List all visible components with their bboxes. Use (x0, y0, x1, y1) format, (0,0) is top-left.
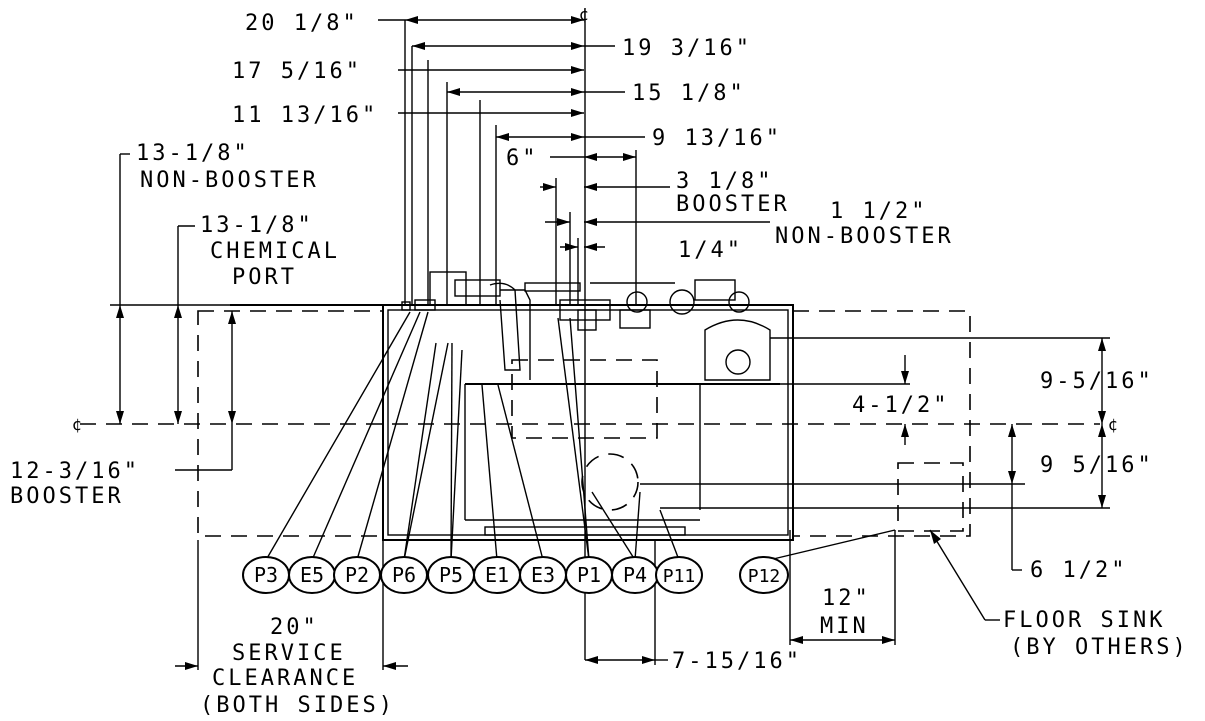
svg-text:P3: P3 (254, 563, 278, 587)
svg-text:P11: P11 (663, 566, 696, 587)
dim-13-1-8-chem: 13-1/8" (200, 213, 314, 238)
callout-p1: P1 (565, 556, 613, 594)
dim-1-4: 1/4" (678, 238, 743, 263)
dim-12-3-16: 12-3/16" (10, 459, 140, 484)
dim-9-5-16-upper: 9-5/16" (1040, 369, 1154, 394)
valve-body (577, 309, 597, 331)
callout-e1: E1 (473, 556, 521, 594)
svg-text:P1: P1 (577, 563, 601, 587)
svg-text:P12: P12 (748, 566, 781, 587)
svg-text:E5: E5 (300, 563, 324, 587)
service-clearance-l1: SERVICE (232, 641, 346, 666)
dim-12-min: 12" (822, 586, 871, 611)
dim-7-15-16: 7-15/16" (672, 649, 802, 674)
svg-text:P2: P2 (345, 563, 369, 587)
centerline-symbol-right: ¢ (1108, 415, 1118, 434)
dim-15-1-8: 15 1/8" (632, 81, 746, 106)
dim-1-1-2: 1 1/2" (830, 199, 927, 224)
drain-circle (581, 453, 639, 511)
dim-6-1-2: 6 1/2" (1030, 558, 1127, 583)
callout-leaders (265, 311, 896, 561)
callout-p11: P11 (655, 556, 703, 594)
dim-9-13-16: 9 13/16" (652, 126, 782, 151)
svg-text:E1: E1 (485, 563, 509, 587)
right-dimensions (640, 337, 1110, 571)
dim-13-1-8-chem-note2: PORT (232, 265, 297, 290)
dim-12-min-note: MIN (820, 614, 869, 639)
service-clearance-value: 20" (270, 615, 319, 640)
dim-11-13-16: 11 13/16" (232, 103, 378, 128)
centerline-symbol-top: ¢ (579, 5, 589, 24)
dim-13-1-8-nonbooster: 13-1/8" (136, 141, 250, 166)
floor-sink-outline (897, 462, 964, 532)
svg-text:P4: P4 (623, 563, 647, 587)
dim-3-1-8: 3 1/8" (676, 169, 773, 194)
callout-p6: P6 (380, 556, 428, 594)
dim-17-5-16: 17 5/16" (232, 59, 362, 84)
callout-p4: P4 (611, 556, 659, 594)
callout-p12: P12 (739, 556, 789, 594)
callout-e3: E3 (519, 556, 567, 594)
svg-text:P6: P6 (392, 563, 416, 587)
dim-6: 6" (506, 146, 539, 171)
centerline-symbol-left: ¢ (72, 415, 82, 434)
dim-3-1-8-note: BOOSTER (676, 192, 790, 217)
callout-p3: P3 (242, 556, 290, 594)
dim-1-1-2-note: NON-BOOSTER (775, 224, 954, 249)
dim-12-3-16-note: BOOSTER (10, 484, 124, 509)
floor-sink-label-l2: (BY OTHERS) (1010, 635, 1189, 660)
service-clearance-l2: CLEARANCE (212, 666, 358, 691)
callout-p2: P2 (333, 556, 381, 594)
svg-text:P5: P5 (439, 563, 463, 587)
service-clearance-l3: (BOTH SIDES) (200, 693, 395, 718)
callout-p5: P5 (427, 556, 475, 594)
callout-e5: E5 (288, 556, 336, 594)
dim-13-1-8-nonbooster-note: NON-BOOSTER (140, 168, 319, 193)
dim-9-5-16-lower: 9 5/16" (1040, 453, 1154, 478)
top-dimensions (378, 16, 770, 305)
floor-sink-label-l1: FLOOR SINK (1003, 608, 1165, 633)
dim-13-1-8-chem-note1: CHEMICAL (210, 239, 340, 264)
bottom-dimensions (175, 529, 1000, 670)
svg-text:E3: E3 (531, 563, 555, 587)
dim-4-1-2: 4-1/2" (852, 393, 949, 418)
left-dimensions (110, 153, 410, 471)
dim-20-1-8: 20 1/8" (245, 11, 359, 36)
dim-19-3-16: 19 3/16" (622, 36, 752, 61)
